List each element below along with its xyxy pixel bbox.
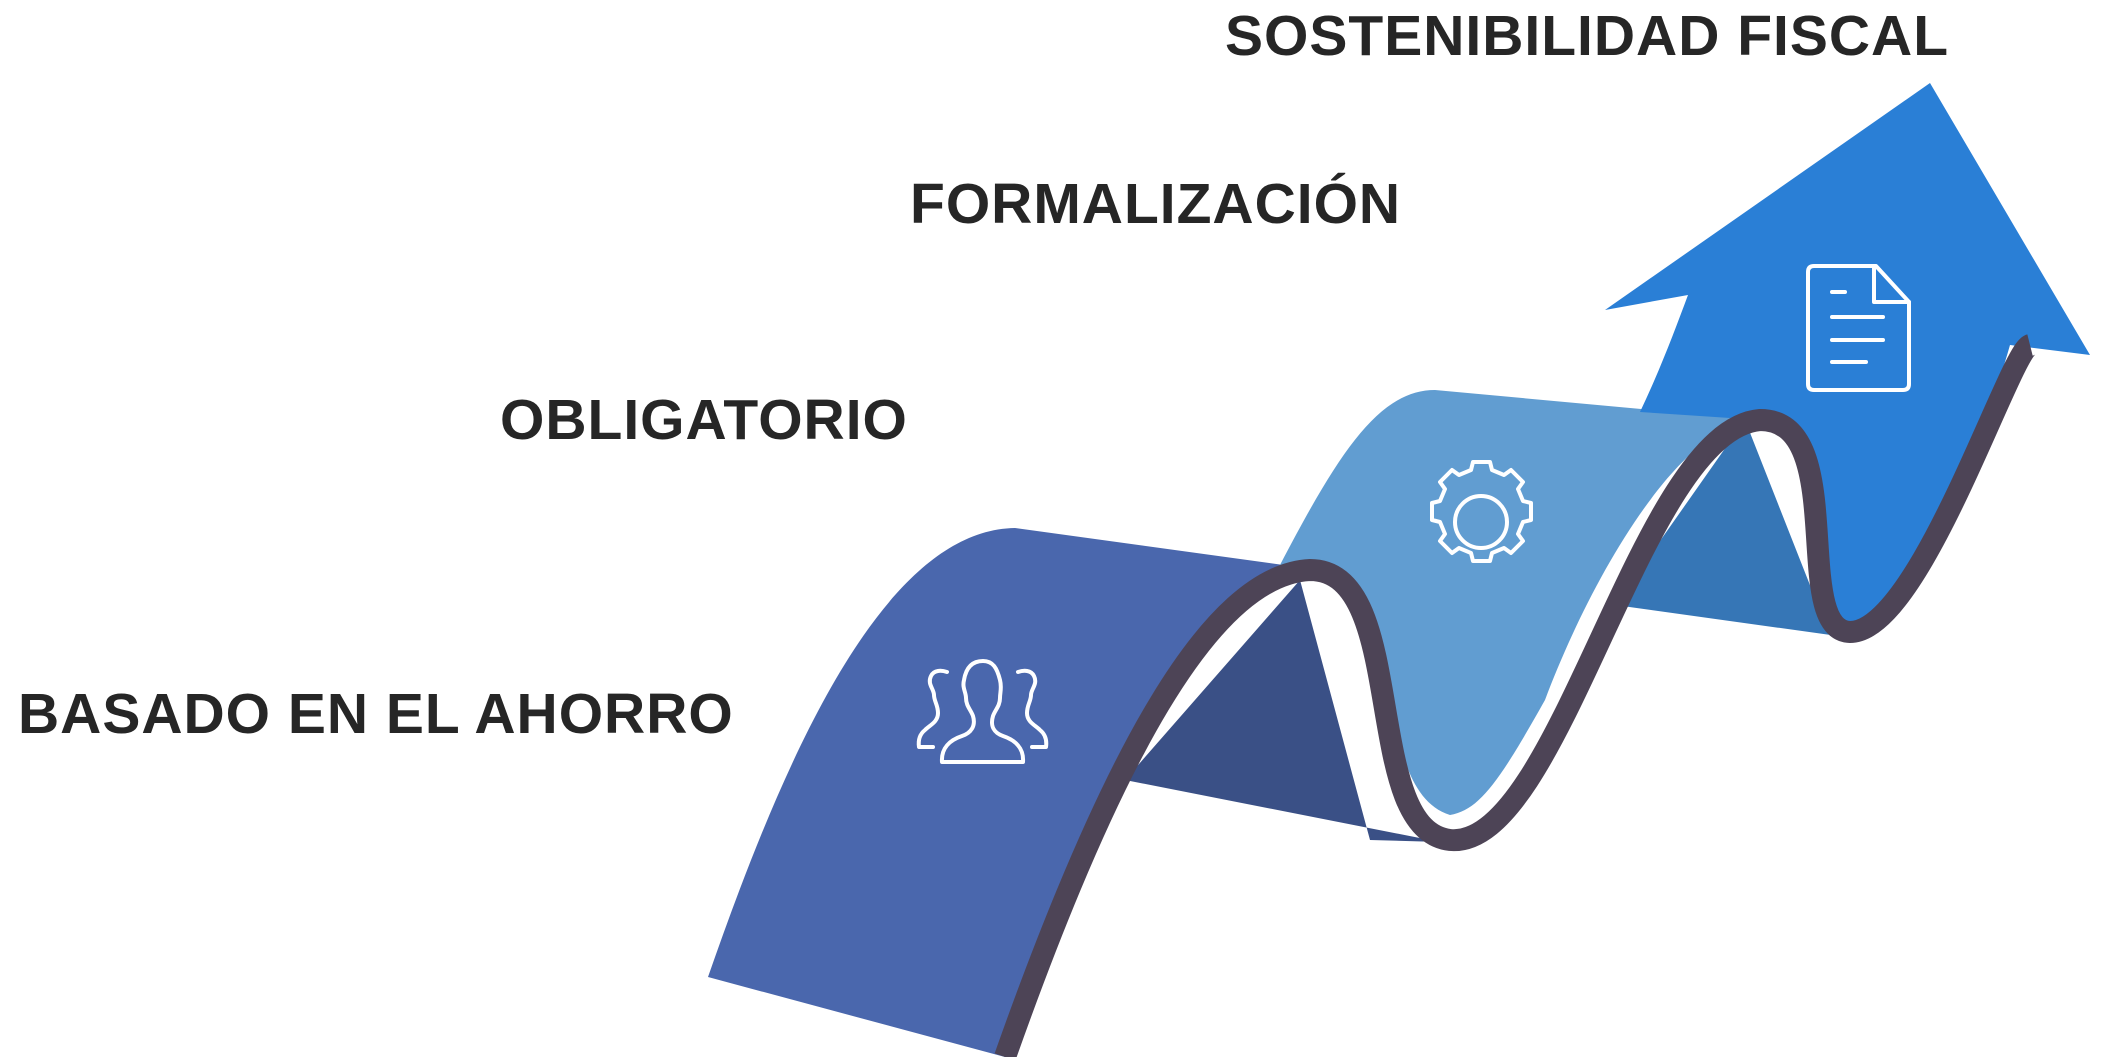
users-group-icon	[916, 659, 1049, 764]
ribbon-arrow-body	[1605, 83, 2090, 629]
ribbon-segment-1	[708, 528, 1305, 1057]
ribbon-segment-2	[1280, 390, 1760, 815]
ribbon-back-face-2	[1615, 420, 1845, 637]
ribbon-edge	[994, 334, 2037, 1057]
document-icon	[1806, 264, 1911, 392]
stage-label-savings-based: BASADO EN EL AHORRO	[18, 682, 734, 746]
stage-label-mandatory: OBLIGATORIO	[500, 388, 908, 452]
gear-icon	[1430, 460, 1533, 563]
stage-label-formalization: FORMALIZACIÓN	[910, 172, 1402, 236]
ribbon-back-face-1	[1125, 580, 1440, 842]
stage-label-fiscal-sustainability: SOSTENIBILIDAD FISCAL	[1225, 4, 1950, 68]
